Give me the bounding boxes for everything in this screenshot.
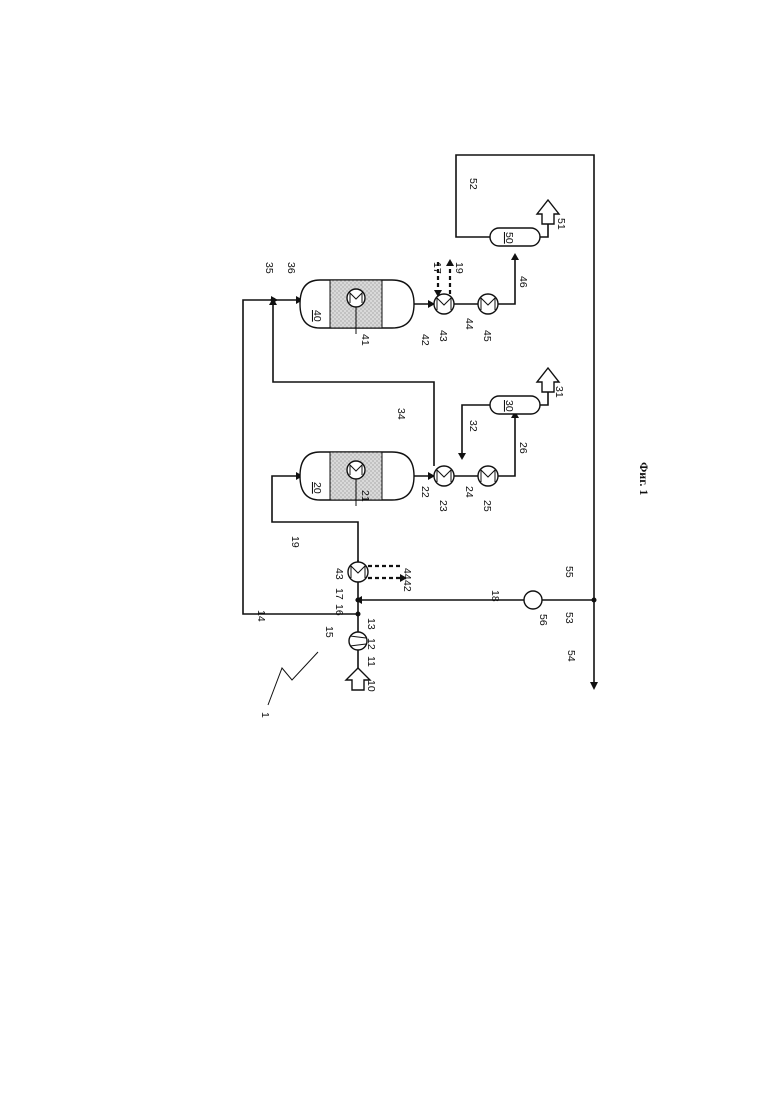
- label-32: 32: [467, 420, 479, 432]
- label-1: 1: [259, 712, 271, 718]
- label-25: 25: [481, 500, 493, 512]
- label-22: 22: [419, 486, 431, 498]
- line-52: [456, 155, 594, 600]
- label-46: 46: [517, 276, 529, 288]
- label-24: 24: [463, 486, 475, 498]
- label-44b: 44: [401, 568, 413, 580]
- arrow-dash-19: [446, 259, 454, 266]
- label-10: 10: [365, 680, 377, 692]
- label-23: 23: [437, 500, 449, 512]
- label-55: 55: [563, 566, 575, 578]
- label-26: 26: [517, 442, 529, 454]
- label-34: 34: [395, 408, 407, 420]
- label-16: 16: [333, 604, 345, 616]
- label-35: 35: [263, 262, 275, 274]
- label-54: 54: [565, 650, 577, 662]
- label-50: 50: [503, 232, 515, 244]
- arrow-54: [590, 682, 598, 690]
- label-36: 36: [285, 262, 297, 274]
- label-43b: 43: [333, 568, 345, 580]
- label-30: 30: [503, 400, 515, 412]
- pump-56: [524, 591, 542, 609]
- label-41: 41: [359, 334, 371, 346]
- label-17b: 17: [431, 262, 443, 274]
- label-42: 42: [419, 334, 431, 346]
- label-53: 53: [563, 612, 575, 624]
- label-40: 40: [311, 310, 323, 322]
- compressor-12: [349, 632, 367, 650]
- label-19b: 19: [453, 262, 465, 274]
- label-14: 14: [255, 610, 267, 622]
- numeral-labels: 1 10 11 12 13 14 15 16 17 43 42 44 18 19…: [255, 178, 651, 718]
- arrow-32: [458, 453, 466, 460]
- figure-caption: Фиг. 1: [637, 462, 651, 495]
- label-51: 51: [555, 218, 567, 230]
- label-20: 20: [311, 482, 323, 494]
- label-19: 19: [289, 536, 301, 548]
- label-12: 12: [365, 638, 377, 650]
- label-21: 21: [359, 490, 371, 502]
- label-18: 18: [489, 590, 501, 602]
- label-15: 15: [323, 626, 335, 638]
- plant-ref-leader: [268, 652, 318, 705]
- label-42b: 42: [401, 580, 413, 592]
- line-46: [498, 256, 515, 304]
- label-45: 45: [481, 330, 493, 342]
- arrow-46: [511, 253, 519, 260]
- label-56: 56: [537, 614, 549, 626]
- label-17: 17: [333, 588, 345, 600]
- label-43: 43: [437, 330, 449, 342]
- label-11: 11: [365, 656, 377, 667]
- label-52: 52: [467, 178, 479, 190]
- label-13: 13: [365, 618, 377, 630]
- label-44: 44: [463, 318, 475, 330]
- label-31: 31: [553, 386, 565, 398]
- line-26: [498, 414, 515, 476]
